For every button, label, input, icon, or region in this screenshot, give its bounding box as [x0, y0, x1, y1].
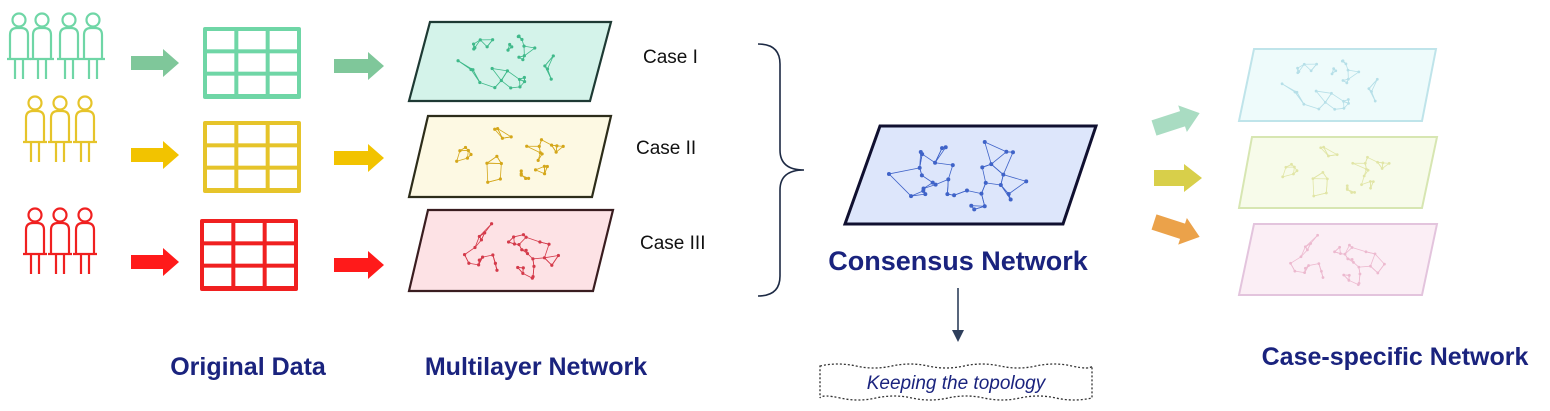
person-icon	[23, 207, 47, 274]
data-table-icon-2	[203, 121, 301, 193]
data-table-icons	[200, 27, 301, 291]
network-layer-2	[407, 114, 613, 199]
multilayer-network	[407, 20, 615, 293]
case-specific-layer-1	[1237, 48, 1438, 122]
arrow-consensus-to-case-1	[1151, 105, 1200, 136]
case-specific-layer-3	[1237, 223, 1439, 296]
data-table-icon-1	[203, 27, 301, 99]
people-icons	[7, 12, 105, 274]
network-layer-3	[407, 208, 615, 293]
case-label-3: Case III	[640, 233, 705, 254]
consensus-network-layer	[842, 124, 1099, 226]
grouping-brace	[757, 43, 805, 297]
arrow-people-to-table-1	[131, 49, 179, 77]
person-icon	[73, 95, 97, 162]
arrow-consensus-to-case-2	[1154, 164, 1202, 192]
note-text: Keeping the topology	[867, 373, 1047, 394]
case-specific-network-layers	[1151, 48, 1439, 296]
person-icon	[57, 12, 81, 79]
person-icon	[7, 12, 31, 79]
case-specific-layer-2	[1237, 136, 1439, 209]
down-arrow	[952, 288, 964, 342]
arrow-consensus-to-case-3	[1151, 214, 1200, 245]
person-icon	[48, 95, 72, 162]
person-icon	[48, 207, 72, 274]
person-icon	[81, 12, 105, 79]
flow-arrows	[131, 49, 384, 279]
arrow-people-to-table-2	[131, 141, 179, 169]
case-label-2: Case II	[636, 138, 696, 159]
people-icon-group-2	[23, 95, 97, 162]
consensus-network-plane	[842, 124, 1099, 226]
arrow-table-to-layer-1	[334, 52, 384, 80]
arrow-table-to-layer-3	[334, 251, 384, 279]
person-icon	[23, 95, 47, 162]
note-box	[819, 363, 1093, 401]
arrow-people-to-table-3	[131, 248, 179, 276]
case-specific-network-label: Case-specific Network	[1262, 343, 1529, 371]
network-layer-1	[407, 20, 613, 103]
case-label-1: Case I	[643, 47, 698, 68]
arrow-table-to-layer-2	[334, 144, 384, 172]
people-icon-group-1	[7, 12, 105, 79]
data-table-icon-3	[200, 219, 298, 291]
person-icon	[30, 12, 54, 79]
multilayer-network-label: Multilayer Network	[425, 353, 647, 381]
people-icon-group-3	[23, 207, 97, 274]
person-icon	[73, 207, 97, 274]
original-data-label: Original Data	[170, 353, 327, 381]
consensus-network-label: Consensus Network	[828, 246, 1089, 276]
